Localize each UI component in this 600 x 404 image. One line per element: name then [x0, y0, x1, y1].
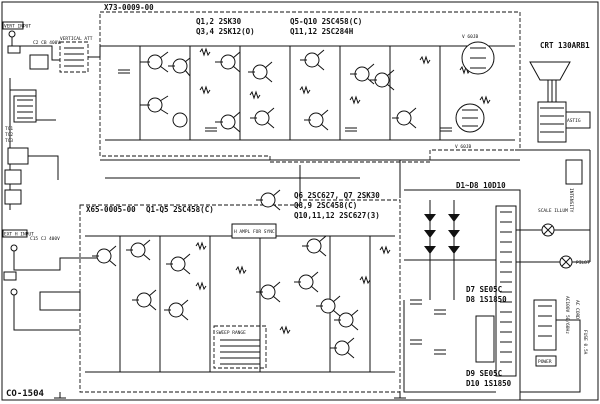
h-ampl-sync-block — [231, 223, 277, 239]
ac-voltage-label: AC100V 50/60Hz — [564, 296, 570, 334]
ground-symbol-1 — [54, 392, 66, 401]
mid-transistor-legend-2: Q6 2SC627, Q7 2SK30 — [294, 191, 380, 200]
vertical-amp-board-outline — [99, 11, 521, 163]
crt-label: CRT 130ARB1 — [540, 41, 590, 50]
sweep-transistors — [96, 192, 354, 356]
sweep-q12-transistor — [334, 340, 350, 356]
q4-transistor — [172, 112, 188, 128]
vert-input-label: VERT INPUT — [4, 24, 31, 30]
top-transistor-legend-1: Q1,2 2SK30 — [196, 17, 242, 26]
vertical-board-label: X73-0009-00 — [104, 3, 154, 12]
pilot-label: PILOT — [576, 260, 590, 266]
q1-transistor — [147, 54, 163, 70]
power-switch-box — [535, 355, 557, 367]
sweep-range-label: SWEEP RANGE — [216, 330, 246, 336]
model-number: CO-1504 — [6, 389, 45, 399]
dc-ac-switch — [7, 45, 21, 54]
crt-tube-symbol — [529, 61, 571, 81]
mid-transistor-legend-1: Q1-Q5 2SC458(C) — [146, 205, 214, 214]
ground-symbol-2 — [394, 392, 406, 401]
diode-legend-d8: D8 1S1850 — [466, 295, 507, 304]
scale-illum-label: SCALE ILLUM — [538, 208, 568, 214]
vert-input-jack — [8, 30, 16, 38]
intensity-pot-box — [565, 159, 583, 185]
q8-transistor — [254, 110, 270, 126]
sweep-q6-transistor — [260, 192, 276, 208]
ext-h-input-label-box — [2, 229, 28, 238]
q3-transistor — [147, 97, 163, 113]
gnd-jack — [10, 288, 18, 296]
vertical-att-label: VERTICAL ATT — [60, 36, 93, 42]
intensity-label: INTENSITY — [568, 188, 574, 213]
diode-legend-d7: D7 SE05C — [466, 285, 502, 294]
sweep-q5-transistor — [168, 302, 184, 318]
tube-v-mid-label: V 60JB — [455, 144, 472, 150]
tube-v-top-label: V 60JB — [462, 34, 479, 40]
q13-transistor — [396, 110, 412, 126]
vertical-attenuator-block — [59, 41, 89, 73]
c2-cap-label: C2 CB 400V — [33, 40, 60, 46]
tc3-label: TC3 — [5, 138, 13, 144]
vert-input-label-box — [2, 21, 24, 30]
q6-transistor — [220, 114, 236, 130]
ext-h-input-label: EXT H INPUT — [4, 232, 34, 238]
top-transistor-legend-3: Q5-Q10 2SC458(C) — [290, 17, 362, 26]
sweep-q8-transistor — [298, 274, 314, 290]
power-transformer-primary — [495, 205, 517, 377]
sweep-q3-transistor — [170, 256, 186, 272]
h-ampl-label: H AMPL FOR SYNC — [234, 229, 275, 235]
sweep-q9-transistor — [260, 284, 276, 300]
mid-transistor-legend-3: Q8,9 2SC458(C) — [294, 201, 357, 210]
sweep-q11-transistor — [338, 312, 354, 328]
mid-transistor-legend-4: Q10,11,12 2SC627(3) — [294, 211, 380, 220]
q10-transistor — [308, 112, 324, 128]
sync-polarity-switch — [4, 189, 22, 205]
horiz-selector-switch — [13, 95, 37, 123]
diode-legend-d9: D9 SE05C — [466, 369, 502, 378]
horizontal-sweep-board-outline — [79, 199, 401, 393]
sweep-range-switch-block — [213, 325, 267, 369]
ext-h-input-jack — [10, 244, 18, 252]
sync-jack — [3, 271, 17, 281]
horizontal-board-label: X65-0005-00 — [86, 205, 136, 214]
top-transistors — [147, 52, 412, 130]
q12-transistor — [374, 72, 390, 88]
diode-legend-d10: D10 1S1850 — [466, 379, 512, 388]
power-label: POWER — [538, 359, 552, 365]
h-gain-control — [39, 291, 81, 311]
gnd-switch — [29, 54, 49, 70]
sync-selector-switch — [7, 147, 29, 165]
top-transistor-legend-4: Q11,12 2SC284H — [290, 27, 354, 36]
q7-transistor — [252, 64, 268, 80]
sweep-q10-transistor — [320, 298, 336, 314]
diode-legend-top: D1~D8 10D10 — [456, 181, 506, 190]
rectifier-diodes — [424, 214, 460, 254]
power-transformer-secondary — [533, 299, 557, 351]
fuse-label: FUSE 0.5A — [582, 330, 588, 355]
regulator-block — [475, 315, 495, 363]
sweep-q4-transistor — [136, 292, 152, 308]
tc1-label: TC1 — [5, 126, 13, 132]
q5-transistor — [220, 54, 236, 70]
astig-label: ASTIG — [567, 118, 581, 124]
top-transistor-legend-2: Q3,4 2SK12(O) — [196, 27, 255, 36]
sweep-q1-transistor — [96, 248, 112, 264]
q2-transistor — [172, 58, 188, 74]
astig-pot — [565, 111, 591, 129]
int-ext-switch — [4, 169, 22, 185]
q11-transistor — [354, 66, 370, 82]
q9-transistor — [304, 52, 320, 68]
ac-cord-label: AC CORD — [574, 300, 580, 319]
sweep-q7-transistor — [306, 238, 322, 254]
c15-cap-label: C15 CJ 400V — [30, 236, 60, 242]
tc2-label: TC2 — [5, 132, 13, 138]
sweep-q2-transistor — [130, 242, 146, 258]
